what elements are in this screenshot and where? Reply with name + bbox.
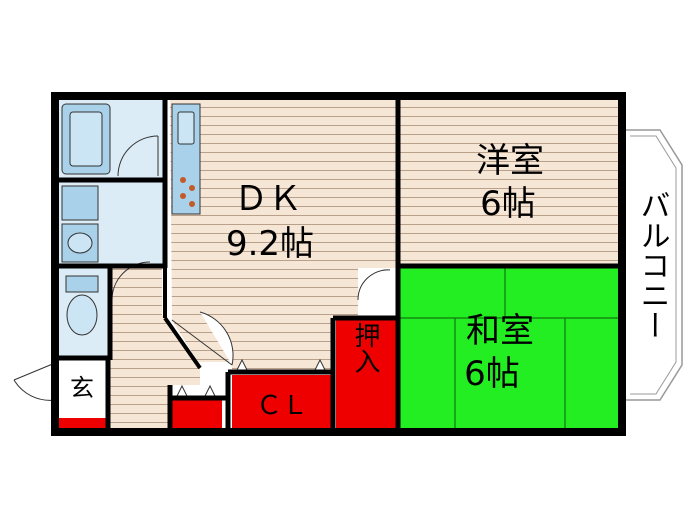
walls: [51, 92, 626, 436]
dk-size: 9.2帖: [226, 224, 314, 264]
oshiire-area: [336, 320, 398, 428]
hallway-floor: [108, 268, 200, 428]
japanese-room-size: 6帖: [464, 354, 520, 394]
washing-machine: [61, 185, 99, 221]
closet-label: ＣＬ: [256, 391, 308, 421]
toilet: [65, 275, 99, 293]
japanese-room-floor: [400, 268, 620, 428]
western-room-size: 6帖: [480, 184, 536, 224]
inner-walls: [55, 96, 622, 432]
western-room-name: 洋室: [476, 141, 544, 181]
western-room-floor: [398, 100, 620, 268]
oshiire-label: 押入: [350, 322, 380, 374]
entrance-storage: [55, 418, 107, 428]
balcony-label: バルコニー: [635, 190, 670, 340]
dk-name: ＤＫ: [234, 179, 302, 219]
entrance-label: 玄: [70, 374, 94, 402]
shoe-storage: [172, 400, 222, 428]
closet-area: [232, 375, 333, 428]
japanese-room-name: 和室: [466, 311, 534, 351]
tatami-lines: [400, 268, 620, 428]
dk-floor: [170, 100, 398, 372]
entrance-floor: [55, 360, 108, 418]
